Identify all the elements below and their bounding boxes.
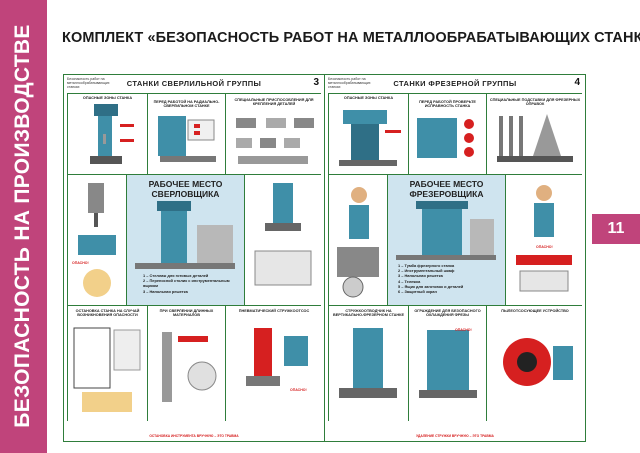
poster-drilling[interactable]: Безопасность работ на металлообрабатываю… bbox=[63, 74, 325, 442]
poster-header: Безопасность работ на металлообрабатываю… bbox=[325, 75, 585, 93]
cell-before-work: ПЕРЕД РАБОТОЙ НА РАДИАЛЬНО-СВЕРЛИЛЬНОМ С… bbox=[148, 94, 225, 174]
cell-label: ОПАСНЫЕ ЗОНЫ СТАНКА bbox=[82, 96, 133, 100]
drill-press-illustration bbox=[90, 104, 134, 164]
workplace-item: 1 – Тумба фрезерного станка bbox=[398, 263, 455, 268]
poster-grid: ОПАСНЫЕ ЗОНЫ СТАНКА ПЕРЕД РАБОТОЙ НА РАД… bbox=[67, 93, 322, 421]
cell-right-column bbox=[245, 175, 322, 305]
cell-label: СПЕЦИАЛЬНЫЕ ПОДСТАВКИ ДЛЯ ФРЕЗЕРНЫХ ОПРА… bbox=[489, 98, 581, 107]
cell-danger-zones: ОПАСНЫЕ ЗОНЫ СТАНКА bbox=[68, 94, 147, 174]
cell-label: ПРИ СВЕРЛЕНИИ ДЛИННЫХ МАТЕРИАЛОВ bbox=[159, 309, 214, 318]
cell-long-materials: ПРИ СВЕРЛЕНИИ ДЛИННЫХ МАТЕРИАЛОВ bbox=[148, 306, 225, 421]
workplace-list: 1 – Тумба фрезерного станка 2 – Инструме… bbox=[398, 263, 463, 294]
workplace-item: 2 – Переносной столик с инструментальным… bbox=[143, 278, 230, 289]
poster-subtitle: Безопасность работ на металлообрабатываю… bbox=[67, 77, 110, 89]
workplace-illustration bbox=[396, 201, 496, 260]
operator-right-illustration bbox=[516, 185, 572, 292]
warning-label: ОПАСНО! bbox=[72, 261, 89, 265]
workplace-title: РАБОЧЕЕ МЕСТО СВЕРЛОВЩИКА bbox=[148, 179, 223, 199]
page-number-badge: 11 bbox=[592, 214, 640, 244]
cell-before-work: ПЕРЕД РАБОТОЙ ПРОВЕРЬТЕ ИСПРАВНОСТЬ СТАН… bbox=[409, 94, 486, 174]
poster-footer: ОСТАНОВКА ИНСТРУМЕНТА ВРУЧНУЮ – ЭТО ТРАВ… bbox=[149, 434, 239, 438]
warning-label: ОПАСНО! bbox=[290, 388, 307, 392]
cell-workplace: РАБОЧЕЕ МЕСТО СВЕРЛОВЩИКА 1 – Стеллаж дл… bbox=[127, 175, 244, 305]
cell-left-column: ОПАСНО! bbox=[68, 175, 126, 305]
cell-fixtures: СПЕЦИАЛЬНЫЕ ПОДСТАВКИ ДЛЯ ФРЕЗЕРНЫХ ОПРА… bbox=[487, 94, 583, 174]
workplace-item: 1 – Стеллаж для готовых деталей bbox=[143, 273, 209, 278]
cell-left-column bbox=[329, 175, 387, 305]
cell-chip-deflector: СТРУЖКООТВОДЧИК НА ВЕРТИКАЛЬНО-ФРЕЗЕРНОМ… bbox=[329, 306, 408, 421]
electrical-scheme-illustration bbox=[73, 327, 141, 412]
poster-grid: ОПАСНЫЕ ЗОНЫ СТАНКА ПЕРЕД РАБОТОЙ ПРОВЕР… bbox=[328, 93, 583, 421]
milling-machine-illustration bbox=[339, 110, 401, 166]
cell-label: ОПАСНЫЕ ЗОНЫ СТАНКА bbox=[343, 96, 394, 100]
warning-label: ОПАСНО! bbox=[536, 245, 553, 249]
workplace-list: 1 – Стеллаж для готовых деталей 2 – Пере… bbox=[143, 273, 244, 294]
poster-title: СТАНКИ ФРЕЗЕРНОЙ ГРУППЫ bbox=[393, 79, 517, 88]
coolant-guard-illustration bbox=[419, 330, 477, 398]
poster-subtitle: Безопасность работ на металлообрабатываю… bbox=[328, 77, 371, 89]
workplace-item: 3 – Напольная решетка bbox=[143, 288, 188, 294]
cell-label: ОГРАЖДЕНИЕ ДЛЯ БЕЗОПАСНОГО ОХЛАЖДЕНИЯ ФР… bbox=[414, 309, 481, 318]
check-machine-illustration bbox=[417, 118, 474, 158]
cell-label: ПНЕВМАТИЧЕСКИЙ СТРУЖКООТСОС bbox=[238, 309, 310, 313]
poster-footer: УДАЛЕНИЕ СТРУЖКИ ВРУЧНУЮ – ЭТО ТРАВМА bbox=[416, 434, 494, 438]
cell-label: ОСТАНОВКА СТАНКА НА СЛУЧАЙ ВОЗНИКНОВЕНИЯ… bbox=[75, 309, 140, 318]
warning-label: ОПАСНО! bbox=[455, 328, 472, 332]
workplace-item: 5 – Ящик для заготовок и деталей bbox=[398, 283, 464, 289]
workplace-item: 4 – Тележка bbox=[398, 278, 421, 284]
cell-label: ПЫЛЕОТСОСУЮЩЕЕ УСТРОЙСТВО bbox=[501, 309, 569, 313]
cell-emergency-stop: ОСТАНОВКА СТАНКА НА СЛУЧАЙ ВОЗНИКНОВЕНИЯ… bbox=[68, 306, 147, 421]
workplace-item: 3 – Напольная решетка bbox=[398, 273, 443, 279]
workplace-title: РАБОЧЕЕ МЕСТО ФРЕЗЕРОВЩИКА bbox=[409, 179, 484, 199]
arbor-stand-illustration bbox=[497, 114, 573, 162]
poster-number: 3 bbox=[313, 77, 319, 88]
cell-label: СТРУЖКООТВОДЧИК НА ВЕРТИКАЛЬНО-ФРЕЗЕРНОМ… bbox=[333, 309, 404, 318]
operator-illustration bbox=[337, 187, 379, 298]
cell-right-column: ОПАСНО! bbox=[506, 175, 583, 305]
sidebar-label: БЕЗОПАСНОСТЬ НА ПРОИЗВОДСТВЕ bbox=[11, 24, 34, 428]
fixtures-illustration bbox=[236, 118, 314, 164]
cell-danger-zones: ОПАСНЫЕ ЗОНЫ СТАНКА bbox=[329, 94, 408, 174]
clamp-illustration bbox=[254, 183, 312, 286]
cell-label: СПЕЦИАЛЬНЫЕ ПРИСПОСОБЛЕНИЯ ДЛЯ КРЕПЛЕНИЯ… bbox=[234, 98, 314, 107]
poster-title: СТАНКИ СВЕРЛИЛЬНОЙ ГРУППЫ bbox=[126, 79, 262, 88]
vertical-mill-illustration bbox=[339, 328, 397, 398]
sidebar: БЕЗОПАСНОСТЬ НА ПРОИЗВОДСТВЕ bbox=[0, 0, 47, 453]
cell-label: ПЕРЕД РАБОТОЙ ПРОВЕРЬТЕ ИСПРАВНОСТЬ СТАН… bbox=[419, 100, 476, 109]
drill-detail-illustration bbox=[78, 183, 116, 297]
cell-cooling: ОГРАЖДЕНИЕ ДЛЯ БЕЗОПАСНОГО ОХЛАЖДЕНИЯ ФР… bbox=[409, 306, 486, 421]
cell-label: ПЕРЕД РАБОТОЙ НА РАДИАЛЬНО-СВЕРЛИЛЬНОМ С… bbox=[153, 100, 220, 109]
cell-workplace: РАБОЧЕЕ МЕСТО ФРЕЗЕРОВЩИКА 1 – Тумба фре… bbox=[388, 175, 505, 305]
cell-dust-extractor: ПЫЛЕОТСОСУЮЩЕЕ УСТРОЙСТВО bbox=[487, 306, 583, 421]
workplace-illustration bbox=[135, 201, 235, 269]
poster-number: 4 bbox=[574, 77, 580, 88]
poster-milling[interactable]: Безопасность работ на металлообрабатываю… bbox=[324, 74, 586, 442]
radial-drill-illustration bbox=[158, 116, 216, 162]
drill-bit-illustration bbox=[162, 332, 217, 402]
workplace-item: 6 – Защитный экран bbox=[398, 289, 437, 295]
workplace-item: 2 – Инструментальный шкаф bbox=[398, 268, 455, 274]
page-title: КОМПЛЕКТ «БЕЗОПАСНОСТЬ РАБОТ НА МЕТАЛЛОО… bbox=[62, 30, 640, 46]
cell-pneumatic: ПНЕВМАТИЧЕСКИЙ СТРУЖКООТСОС ОПАСНО! bbox=[226, 306, 322, 421]
suction-illustration bbox=[246, 328, 308, 386]
cell-fixtures: СПЕЦИАЛЬНЫЕ ПРИСПОСОБЛЕНИЯ ДЛЯ КРЕПЛЕНИЯ… bbox=[226, 94, 322, 174]
poster-header: Безопасность работ на металлообрабатываю… bbox=[64, 75, 324, 93]
dust-extractor-illustration bbox=[503, 338, 573, 386]
